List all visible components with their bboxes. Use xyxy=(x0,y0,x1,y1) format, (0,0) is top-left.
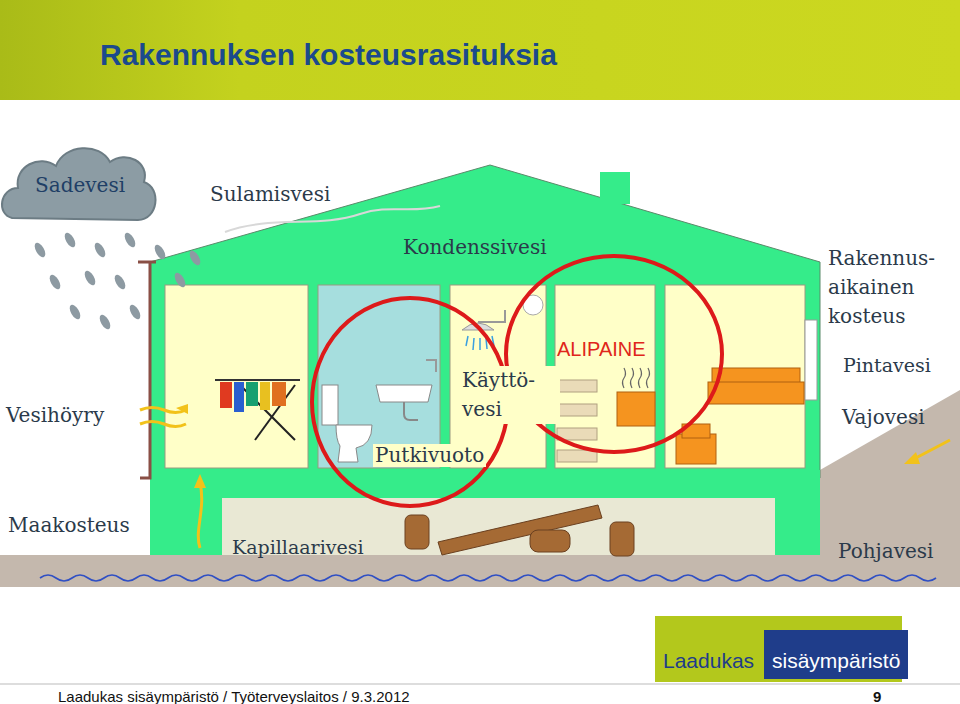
pipe-leak-label: Putkivuoto xyxy=(373,444,486,467)
underpressure-label: ALIPAINE xyxy=(557,338,646,361)
melt-water-label: Sulamisvesi xyxy=(210,183,330,206)
water-vapour-label: Vesihöyry xyxy=(6,404,104,427)
tap-water-label: Käyttö- vesi xyxy=(460,366,560,424)
construction-moisture-label: Rakennus- aikainen kosteus xyxy=(828,244,953,331)
logo-box: Laadukassisäympäristö xyxy=(655,616,902,682)
footer-text: Laadukas sisäympäristö / Työterveyslaito… xyxy=(58,688,410,704)
logo-word: Laadukas xyxy=(663,649,754,673)
capillary-water-label: Kapillaarivesi xyxy=(232,537,364,559)
condensation-label: Kondenssivesi xyxy=(403,236,547,259)
surface-water-label: Pintavesi xyxy=(843,355,931,377)
seepage-water-label: Vajovesi xyxy=(842,406,925,429)
groundwater-label: Pohjavesi xyxy=(838,540,934,563)
slide-title: Rakennuksen kosteusrasituksia xyxy=(100,38,557,72)
ground-moisture-label: Maakosteus xyxy=(8,514,130,537)
logo-word-box: sisäympäristö xyxy=(764,630,908,679)
cloud-label: Sadevesi xyxy=(35,174,125,197)
page-number: 9 xyxy=(873,688,881,704)
rain-cloud: Sadevesi xyxy=(0,140,160,232)
